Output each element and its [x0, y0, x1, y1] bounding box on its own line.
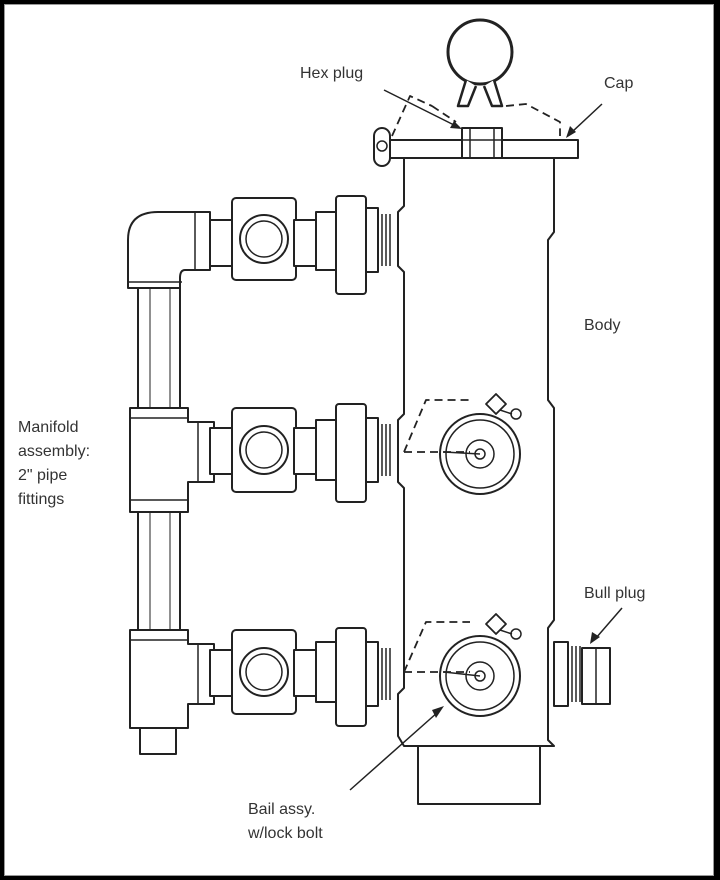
leader-cap: [571, 103, 603, 133]
arrow-cap: [566, 126, 576, 138]
bull-plug: [553, 641, 611, 707]
arrow-bail: [432, 706, 444, 718]
manifold-pipe-lower: [137, 507, 181, 637]
label-manifold-line3: 2" pipe: [18, 467, 68, 484]
label-bull-plug: Bull plug: [584, 585, 646, 602]
fitting-row-bottom: [209, 627, 391, 727]
label-bail-line2: w/lock bolt: [248, 825, 323, 842]
manifold-middle-tee: [129, 407, 215, 513]
leader-lines: [349, 89, 623, 791]
hex-plug: [461, 127, 503, 159]
label-hex-plug: Hex plug: [300, 65, 364, 82]
label-body: Body: [584, 317, 621, 334]
manifold-bottom-tee: [129, 629, 215, 729]
label-cap: Cap: [604, 75, 634, 92]
fitting-row-top: [209, 195, 391, 295]
label-manifold-line2: assembly:: [18, 443, 91, 460]
arrow-hex-plug: [450, 121, 462, 129]
fitting-row-middle: [209, 403, 391, 503]
label-manifold-line1: Manifold: [18, 419, 79, 436]
label-bail-line1: Bail assy.: [248, 801, 316, 818]
bail-assembly-middle: [403, 393, 522, 495]
body-bottom-stem: [417, 745, 541, 805]
bail-assembly-bottom: [403, 613, 522, 717]
manifold-pipe-upper: [137, 281, 181, 411]
leader-bail: [349, 711, 439, 791]
manifold-bottom-plug: [139, 727, 177, 755]
manifold-top-elbow: [127, 211, 211, 289]
lifting-ring: [446, 18, 514, 86]
arrow-bull-plug: [590, 632, 600, 644]
leader-hex-plug: [383, 89, 457, 127]
label-manifold-line4: fittings: [18, 491, 65, 508]
leader-bull-plug: [595, 607, 623, 639]
